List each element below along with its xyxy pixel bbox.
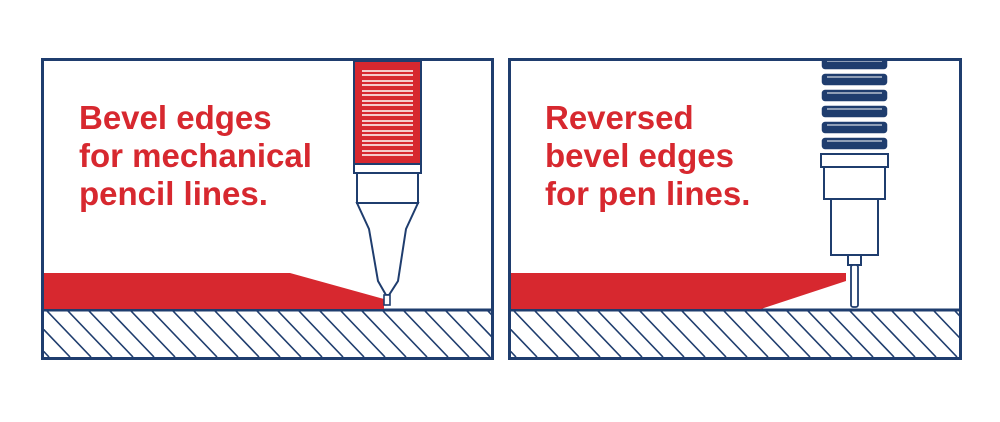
technical-pen-icon	[820, 61, 889, 308]
drawing-surface	[44, 308, 491, 357]
caption-line-1: Reversed	[545, 99, 694, 136]
caption-line-1: Bevel edges	[79, 99, 272, 136]
bevel-edge-panel: Bevel edges for mechanical pencil lines.	[41, 58, 494, 360]
ruler-reversed-bevel-edge	[511, 273, 846, 309]
drawing-surface	[511, 308, 959, 357]
caption-line-2: for mechanical	[79, 137, 312, 174]
caption-line-2: bevel edges	[545, 137, 734, 174]
reversed-bevel-edge-panel: Reversed bevel edges for pen lines.	[508, 58, 962, 360]
ruler-bevel-edge	[44, 273, 384, 309]
bevel-edge-caption: Bevel edges for mechanical pencil lines.	[79, 99, 312, 213]
surface-hatching	[511, 311, 959, 357]
surface-hatching	[44, 311, 491, 357]
mechanical-pencil-icon	[353, 61, 422, 306]
reversed-bevel-edge-illustration	[511, 61, 959, 357]
reversed-bevel-edge-caption: Reversed bevel edges for pen lines.	[545, 99, 750, 213]
caption-line-3: for pen lines.	[545, 175, 751, 212]
caption-line-3: pencil lines.	[79, 175, 268, 212]
bevel-edge-illustration	[44, 61, 491, 357]
